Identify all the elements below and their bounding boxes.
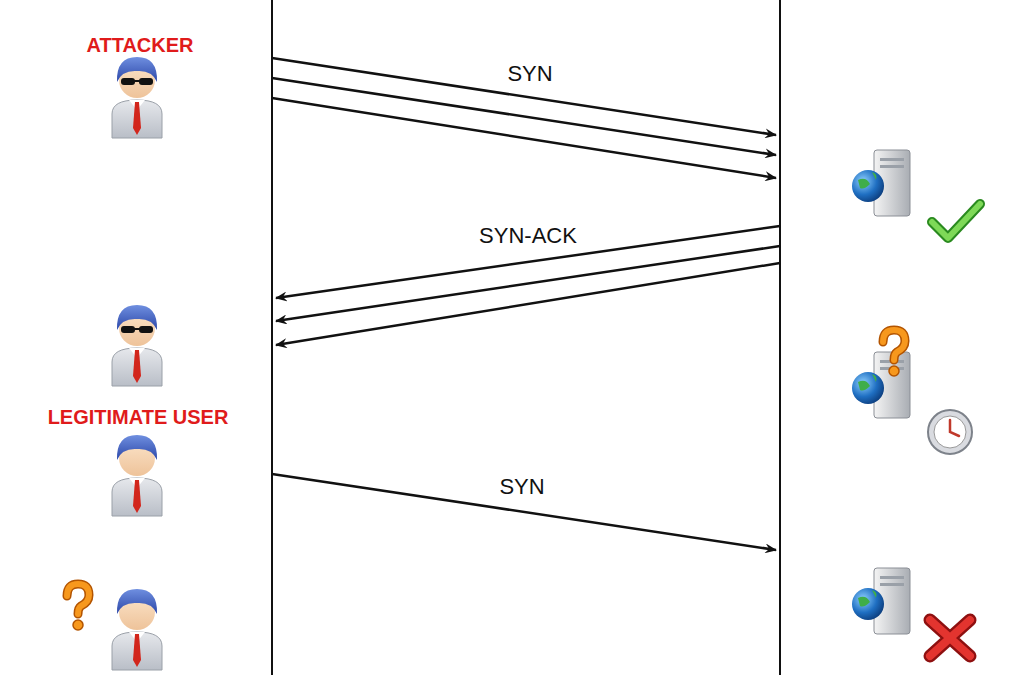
question-mark (67, 584, 89, 630)
actor-label: LEGITIMATE USER (44, 406, 233, 429)
message-label: SYN-ACK (475, 223, 581, 248)
question-mark (883, 330, 905, 376)
message-label: SYN (503, 61, 556, 86)
cross-mark (930, 620, 970, 656)
server-icon (852, 352, 910, 418)
clock-icon (928, 410, 972, 454)
check-mark (932, 204, 980, 238)
actor-label: ATTACKER (82, 34, 197, 57)
attacker-icon (112, 305, 162, 386)
syn-arrow (272, 474, 776, 550)
server-icon (852, 150, 910, 216)
user-icon (112, 435, 162, 516)
user-icon (112, 589, 162, 670)
attacker-icon (112, 57, 162, 138)
server-icon (852, 568, 910, 634)
lifeline (271, 0, 273, 675)
syn-arrows (272, 58, 776, 178)
lifeline (779, 0, 781, 675)
message-label: SYN (495, 474, 548, 499)
check-mark (932, 204, 980, 238)
